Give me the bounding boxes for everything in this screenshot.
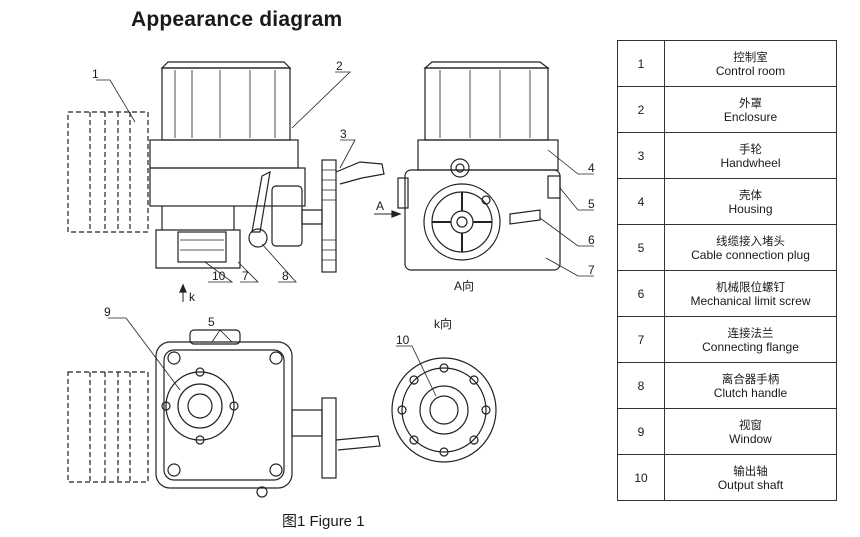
side-view-a <box>374 61 594 277</box>
part-name-en: Housing <box>728 201 773 216</box>
top-window <box>165 371 235 441</box>
side-handwheel <box>423 183 501 261</box>
callout-3: 3 <box>340 127 347 141</box>
callout-labels: 1 2 3 4 5 6 7 8 9 10 10 7 5 A向 k向 A k <box>92 59 595 347</box>
part-name-zh: 手轮 <box>739 141 762 156</box>
view-a-label: A向 <box>454 278 474 293</box>
k-flange <box>391 357 497 463</box>
crank-handle <box>335 161 385 185</box>
front-view <box>67 61 385 302</box>
callout-4: 4 <box>588 161 595 175</box>
part-number: 2 <box>617 86 665 133</box>
side-housing <box>404 169 561 271</box>
k-view <box>391 345 497 463</box>
part-number: 3 <box>617 132 665 179</box>
part-name-en: Clutch handle <box>713 385 788 400</box>
callout-5: 5 <box>588 197 595 211</box>
figure-caption: 图1 Figure 1 <box>282 513 365 530</box>
part-name-en: Window <box>729 431 772 446</box>
enclosure-outline <box>161 67 291 141</box>
part-name-en: Mechanical limit screw <box>690 293 811 308</box>
callout-7: 7 <box>588 263 595 277</box>
part-name-en: Output shaft <box>717 477 784 492</box>
part-name-en: Connecting flange <box>702 339 799 354</box>
part-name-zh: 壳体 <box>739 187 762 202</box>
top-view <box>67 317 381 498</box>
callout-1: 1 <box>92 67 99 81</box>
part-name-zh: 机械限位螺钉 <box>716 279 785 294</box>
arrow-k-label: k <box>189 290 196 304</box>
part-number: 6 <box>617 270 665 317</box>
top-crank-handle <box>335 435 381 451</box>
callout-6: 6 <box>588 233 595 247</box>
part-number: 8 <box>617 362 665 409</box>
part-number: 5 <box>617 224 665 271</box>
clutch-handle <box>251 170 271 233</box>
view-k-label: k向 <box>434 316 452 331</box>
front-flange <box>155 229 241 269</box>
callout-5-top: 5 <box>208 315 215 329</box>
callout-8: 8 <box>282 269 289 283</box>
part-name-zh: 离合器手柄 <box>721 371 780 386</box>
part-name-zh: 外罩 <box>739 95 762 110</box>
callout-9: 9 <box>104 305 111 319</box>
part-name-zh: 线缆接入堵头 <box>716 233 785 248</box>
part-name-zh: 控制室 <box>733 49 768 64</box>
front-handwheel <box>321 159 337 273</box>
callout-10-k: 10 <box>396 333 410 347</box>
part-number: 4 <box>617 178 665 225</box>
part-number: 7 <box>617 316 665 363</box>
part-name-en: Cable connection plug <box>691 247 810 262</box>
control-room-outline <box>67 111 149 233</box>
part-number: 10 <box>617 454 665 501</box>
part-name-en: Handwheel <box>720 155 781 170</box>
part-name-zh: 视窗 <box>739 417 762 432</box>
part-name-zh: 连接法兰 <box>727 325 774 340</box>
callout-2: 2 <box>336 59 343 73</box>
callout-7-front: 7 <box>242 269 249 283</box>
part-number: 9 <box>617 408 665 455</box>
arrow-a-label: A <box>376 199 384 213</box>
technical-drawing: 1 2 3 4 5 6 7 8 9 10 10 7 5 A向 k向 A k <box>67 59 595 498</box>
part-name-en: Enclosure <box>723 109 778 124</box>
diagram-title: Appearance diagram <box>131 8 343 31</box>
callout-10-front: 10 <box>212 269 226 283</box>
part-name-zh: 输出轴 <box>733 463 768 478</box>
part-number: 1 <box>617 40 665 87</box>
part-name-en: Control room <box>715 63 786 78</box>
